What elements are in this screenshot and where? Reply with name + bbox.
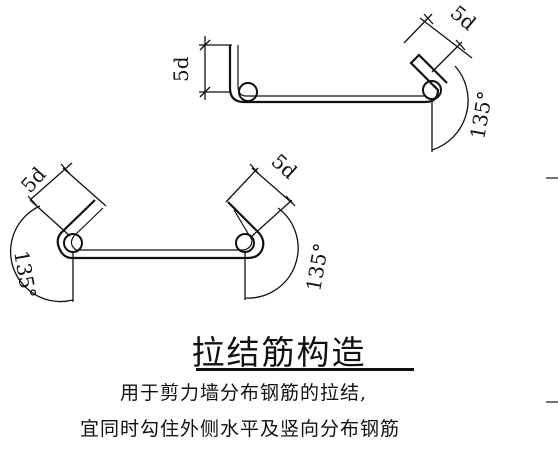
lower-left-dimension [27, 162, 107, 237]
title-underline [196, 368, 414, 371]
upper-angle-arc [431, 65, 469, 152]
upper-tie-bar [228, 45, 448, 104]
lower-tie-bar [56, 199, 265, 260]
edge-marks [546, 177, 558, 403]
caption-line-1: 用于剪力墙分布钢筋的拉结, [120, 382, 368, 404]
lower-left-dim-label: 5d [16, 162, 51, 197]
lower-right-dimension [225, 163, 296, 237]
lower-right-dim-label: 5d [267, 149, 302, 184]
upper-angle-label: 135° [465, 89, 497, 141]
upper-left-bar [238, 82, 258, 102]
upper-right-dimension [403, 13, 473, 73]
lower-left-angle-arc [9, 205, 74, 303]
upper-left-dim-label: 5d [169, 56, 193, 82]
lower-tie-outline [56, 199, 265, 260]
diagram-title: 拉结筋构造 [191, 333, 367, 372]
lower-left-angle-label: 135° [9, 249, 41, 301]
lower-right-angle-label: 135° [301, 241, 333, 293]
upper-left-dimension [199, 36, 232, 100]
caption-line-2: 宜同时勾住外侧水平及竖向分布钢筋 [80, 418, 401, 440]
upper-right-dim-label: 5d [446, 0, 481, 35]
lower-right-angle-arc [244, 207, 299, 300]
upper-right-bar [422, 80, 442, 100]
upper-left-hook [228, 45, 448, 104]
